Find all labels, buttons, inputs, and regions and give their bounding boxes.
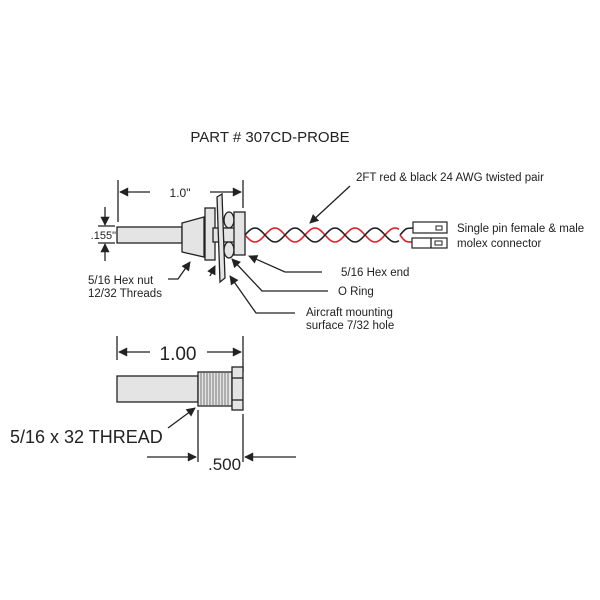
mounting-label-1: Aircraft mounting bbox=[306, 307, 393, 319]
probe-rod bbox=[116, 375, 199, 403]
threaded-section bbox=[197, 371, 233, 407]
thread-label: 5/16 x 32 THREAD bbox=[10, 427, 163, 447]
hex-nut-label-2: 12/32 Threads bbox=[88, 288, 162, 300]
hex-nut-label-1: 5/16 Hex nut bbox=[88, 275, 154, 287]
black-wire bbox=[244, 227, 400, 243]
bottom-view: 1.00 5/16 x 32 THREAD .500 bbox=[10, 336, 296, 474]
o-ring-label: O Ring bbox=[338, 286, 374, 298]
probe-rod bbox=[116, 226, 183, 244]
o-ring bbox=[223, 241, 235, 259]
o-ring bbox=[223, 211, 235, 229]
female-connector bbox=[412, 221, 448, 234]
length-dim-label: 1.00 bbox=[160, 344, 197, 365]
connector-label-1: Single pin female & male bbox=[457, 223, 584, 235]
part-title: PART # 307CD-PROBE bbox=[190, 129, 349, 146]
red-wire bbox=[244, 227, 400, 243]
hex-end-label: 5/16 Hex end bbox=[341, 267, 409, 279]
top-view: 1.0" .155" 2FT red & black 24 AWG twiste… bbox=[88, 172, 584, 332]
mounting-surface bbox=[216, 192, 226, 284]
mounting-label-2: surface 7/32 hole bbox=[306, 320, 394, 332]
hex-end bbox=[233, 211, 246, 256]
diameter-dim-label: .155" bbox=[91, 230, 116, 242]
probe-cone bbox=[181, 216, 205, 258]
wire-label: 2FT red & black 24 AWG twisted pair bbox=[356, 172, 544, 184]
thread-length-dim-label: .500 bbox=[208, 455, 241, 474]
connector-label-2: molex connector bbox=[457, 238, 542, 250]
length-dim-label: 1.0" bbox=[170, 186, 191, 200]
hex-head bbox=[231, 366, 244, 411]
male-connector bbox=[411, 237, 448, 249]
